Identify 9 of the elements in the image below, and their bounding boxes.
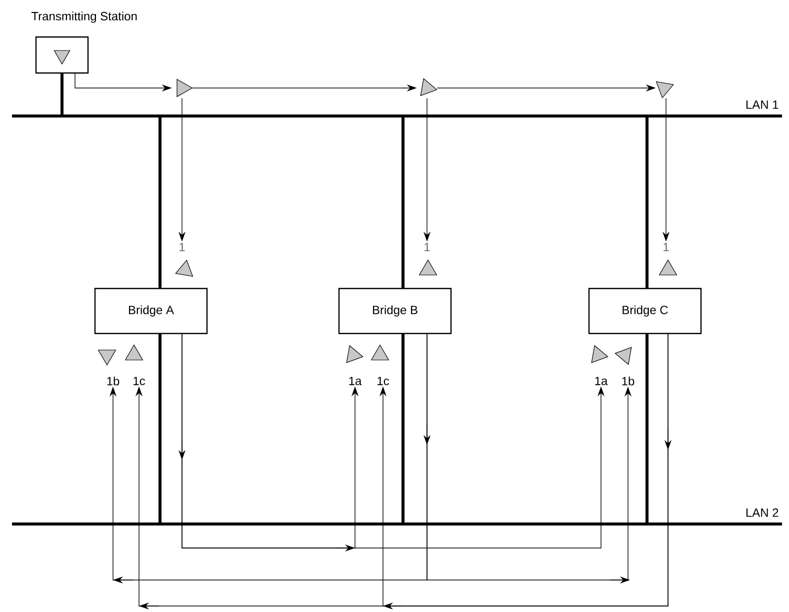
station-box: Transmitting Station [31, 12, 137, 74]
arrow [135, 334, 668, 610]
bridge-box: Bridge B [338, 288, 452, 334]
node-label: Transmitting Station [31, 12, 137, 23]
arrow [109, 334, 428, 584]
bridge-box: Bridge C [588, 288, 702, 334]
lan-label: LAN 1 [746, 100, 778, 109]
bridge-box: Bridge A [94, 288, 208, 334]
lan-label: LAN 2 [746, 508, 778, 517]
